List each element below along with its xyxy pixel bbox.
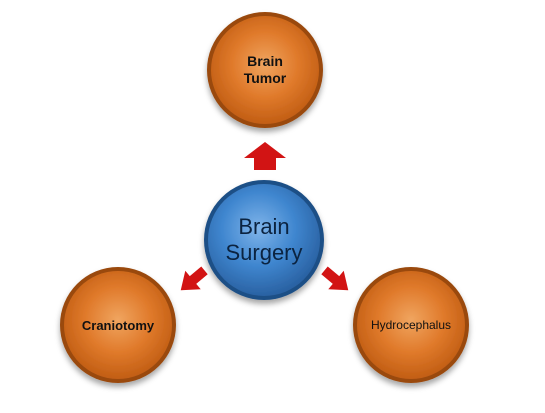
craniotomy-text: Craniotomy xyxy=(81,317,155,333)
brain-surgery-line1: Brain xyxy=(238,214,290,239)
hydrocephalus-label: Hydrocephalus xyxy=(352,305,470,345)
arrow-down-right xyxy=(321,266,349,291)
arrow-down-left xyxy=(180,266,208,291)
brain-surgery-label: Brain Surgery xyxy=(205,207,323,273)
node-hydrocephalus xyxy=(353,267,469,383)
hydrocephalus-text: Hydrocephalus xyxy=(370,318,452,332)
node-brain-surgery xyxy=(204,180,324,300)
brain-tumor-line1: Brain xyxy=(247,53,283,69)
brain-tumor-line2: Tumor xyxy=(243,70,287,86)
node-craniotomy xyxy=(60,267,176,383)
arrow-up xyxy=(244,142,286,170)
craniotomy-label: Craniotomy xyxy=(60,305,176,345)
brain-tumor-label: Brain Tumor xyxy=(210,42,320,98)
node-brain-tumor xyxy=(207,12,323,128)
brain-surgery-line2: Surgery xyxy=(225,240,303,265)
